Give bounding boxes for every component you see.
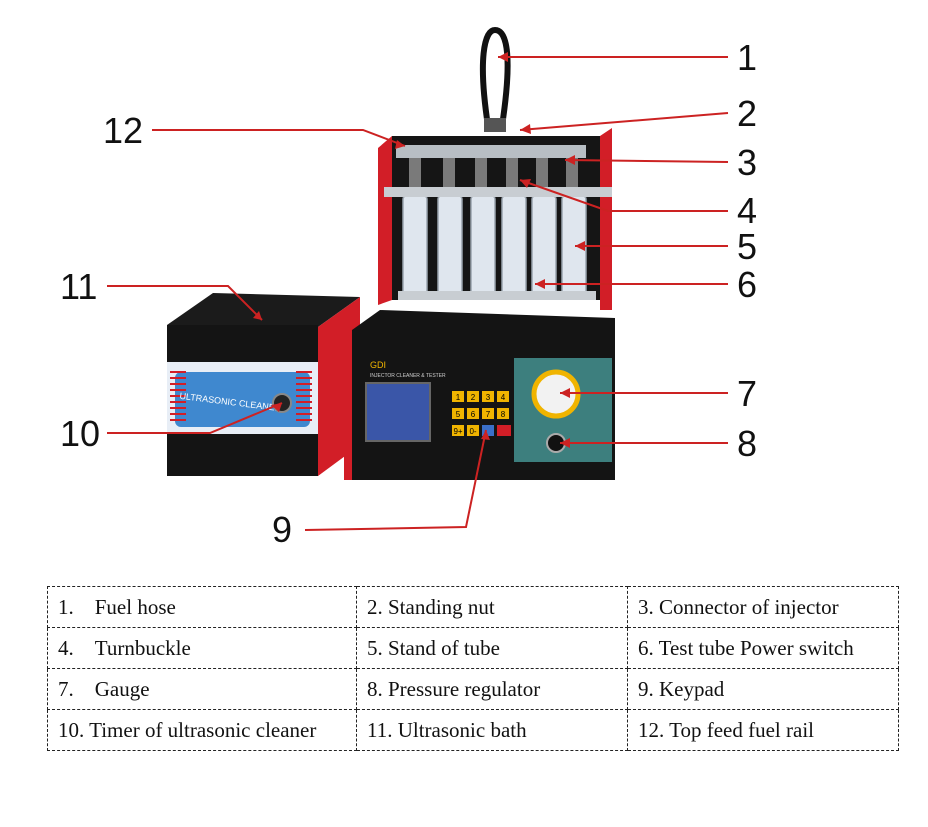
callout-4: 4 xyxy=(737,190,757,231)
legend-row: 10. Timer of ultrasonic cleaner 11. Ultr… xyxy=(47,709,899,751)
leader-11 xyxy=(107,285,263,321)
callout-7: 7 xyxy=(737,373,757,414)
leader-4 xyxy=(519,179,728,212)
parts-legend-table: 1. Fuel hose 2. Standing nut 3. Connecto… xyxy=(47,586,899,751)
fuel-hose xyxy=(479,26,511,127)
key-8: 8 xyxy=(501,410,506,419)
injectors xyxy=(409,157,578,187)
callout-2: 2 xyxy=(737,93,757,134)
machine-diagram: ULTRASONIC CLEANER GDI xyxy=(60,26,757,550)
key-5: 5 xyxy=(456,410,461,419)
leader-lines xyxy=(107,56,729,531)
callout-3: 3 xyxy=(737,142,757,183)
legend-cell-stand-of-tube: 5. Stand of tube xyxy=(356,627,628,669)
callout-10: 10 xyxy=(60,413,100,454)
legend-cell-fuel-hose: 1. Fuel hose xyxy=(47,586,357,628)
callout-9: 9 xyxy=(272,509,292,550)
key-3: 3 xyxy=(486,393,491,402)
key-2: 2 xyxy=(471,393,476,402)
panel-model: GDI xyxy=(370,360,386,370)
legend-cell-pressure-regulator: 8. Pressure regulator xyxy=(356,668,628,710)
callout-1: 1 xyxy=(737,37,757,78)
callout-6: 6 xyxy=(737,264,757,305)
key-7: 7 xyxy=(486,410,491,419)
legend-row: 1. Fuel hose 2. Standing nut 3. Connecto… xyxy=(47,586,899,628)
tube-stand-bottom xyxy=(398,291,596,300)
legend-cell-standing-nut: 2. Standing nut xyxy=(356,586,628,628)
key-4: 4 xyxy=(501,393,506,402)
leader-arrowheads xyxy=(253,52,585,448)
legend-cell-test-tube-power-switch: 6. Test tube Power switch xyxy=(627,627,899,669)
legend-cell-top-feed-fuel-rail: 12. Top feed fuel rail xyxy=(627,709,899,751)
callout-5: 5 xyxy=(737,226,757,267)
legend-cell-ultrasonic-bath: 11. Ultrasonic bath xyxy=(356,709,628,751)
keypad: 1 2 3 4 5 6 7 8 9+ 0- xyxy=(452,391,511,436)
legend-cell-turnbuckle: 4. Turnbuckle xyxy=(47,627,357,669)
tube-stand-top xyxy=(384,187,612,197)
legend-row: 4. Turnbuckle 5. Stand of tube 6. Test t… xyxy=(47,627,899,669)
leader-10 xyxy=(107,402,283,434)
leader-3 xyxy=(564,159,729,163)
legend-cell-gauge: 7. Gauge xyxy=(47,668,357,710)
leader-9 xyxy=(304,429,487,531)
key-9plus: 9+ xyxy=(453,427,462,436)
key-1: 1 xyxy=(456,393,461,402)
key-0minus: 0- xyxy=(469,427,476,436)
key-6: 6 xyxy=(471,410,476,419)
legend-cell-timer: 10. Timer of ultrasonic cleaner xyxy=(47,709,357,751)
tester-base: GDI INJECTOR CLEANER & TESTER 1 2 3 4 5 … xyxy=(344,310,615,480)
screen xyxy=(365,382,431,442)
callout-11: 11 xyxy=(60,266,97,307)
legend-cell-keypad: 9. Keypad xyxy=(627,668,899,710)
callout-numbers: 1 2 3 4 5 6 7 8 9 10 11 12 xyxy=(60,37,757,550)
leader-2 xyxy=(519,112,729,131)
tester-upper-frame xyxy=(378,26,612,310)
legend-row: 7. Gauge 8. Pressure regulator 9. Keypad xyxy=(47,668,899,710)
callout-8: 8 xyxy=(737,423,757,464)
ultrasonic-cleaner: ULTRASONIC CLEANER xyxy=(167,293,360,476)
leader-12 xyxy=(152,129,406,147)
callout-12: 12 xyxy=(103,110,143,151)
legend-cell-connector-of-injector: 3. Connector of injector xyxy=(627,586,899,628)
panel-subtitle: INJECTOR CLEANER & TESTER xyxy=(370,373,446,379)
fuel-rail xyxy=(396,145,586,158)
